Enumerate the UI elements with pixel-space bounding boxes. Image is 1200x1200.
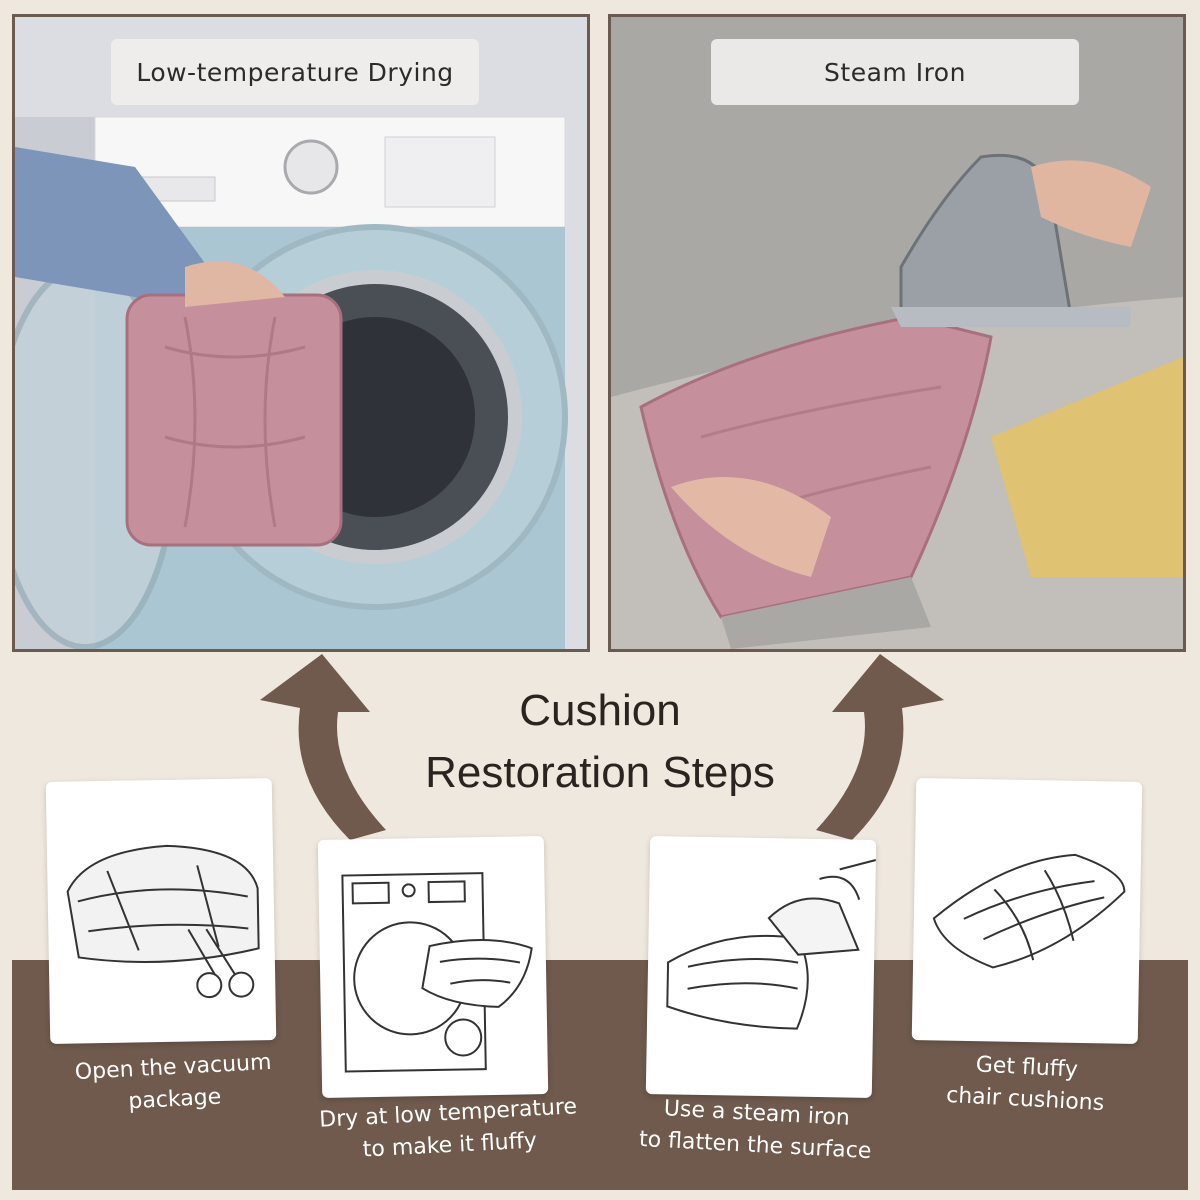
curved-arrows [260,654,944,840]
step-caption-1: Open the vacuum package [43,1045,306,1123]
photo-low-temperature-drying: Low-temperature Drying [12,14,590,652]
step-card-fluffy-cushion [911,778,1143,1044]
photo-label-steam-iron: Steam Iron [711,39,1079,105]
steam-iron-cushion-icon [666,859,877,1030]
step-card-vacuum-package [45,778,277,1044]
step-card-dryer [317,836,549,1098]
washing-machine-illustration [15,17,587,649]
vacuum-package-scissors-icon [66,844,260,999]
title-line-1: Cushion [519,686,681,735]
washing-machine-cushion-icon [341,872,533,1073]
step-card-steam-iron [645,836,877,1098]
title-line-2: Restoration Steps [425,748,775,797]
photo-steam-iron: Steam Iron [608,14,1186,652]
arrow-up-right-icon [816,654,944,840]
step-caption-4: Get fluffy chair cushions [904,1046,1147,1122]
page-title: Cushion Restoration Steps [330,680,870,804]
arrow-up-left-icon [260,654,386,840]
steam-iron-sofa-illustration [611,17,1183,649]
photo-label-drying: Low-temperature Drying [111,39,479,105]
fluffy-cushion-icon [932,853,1126,969]
